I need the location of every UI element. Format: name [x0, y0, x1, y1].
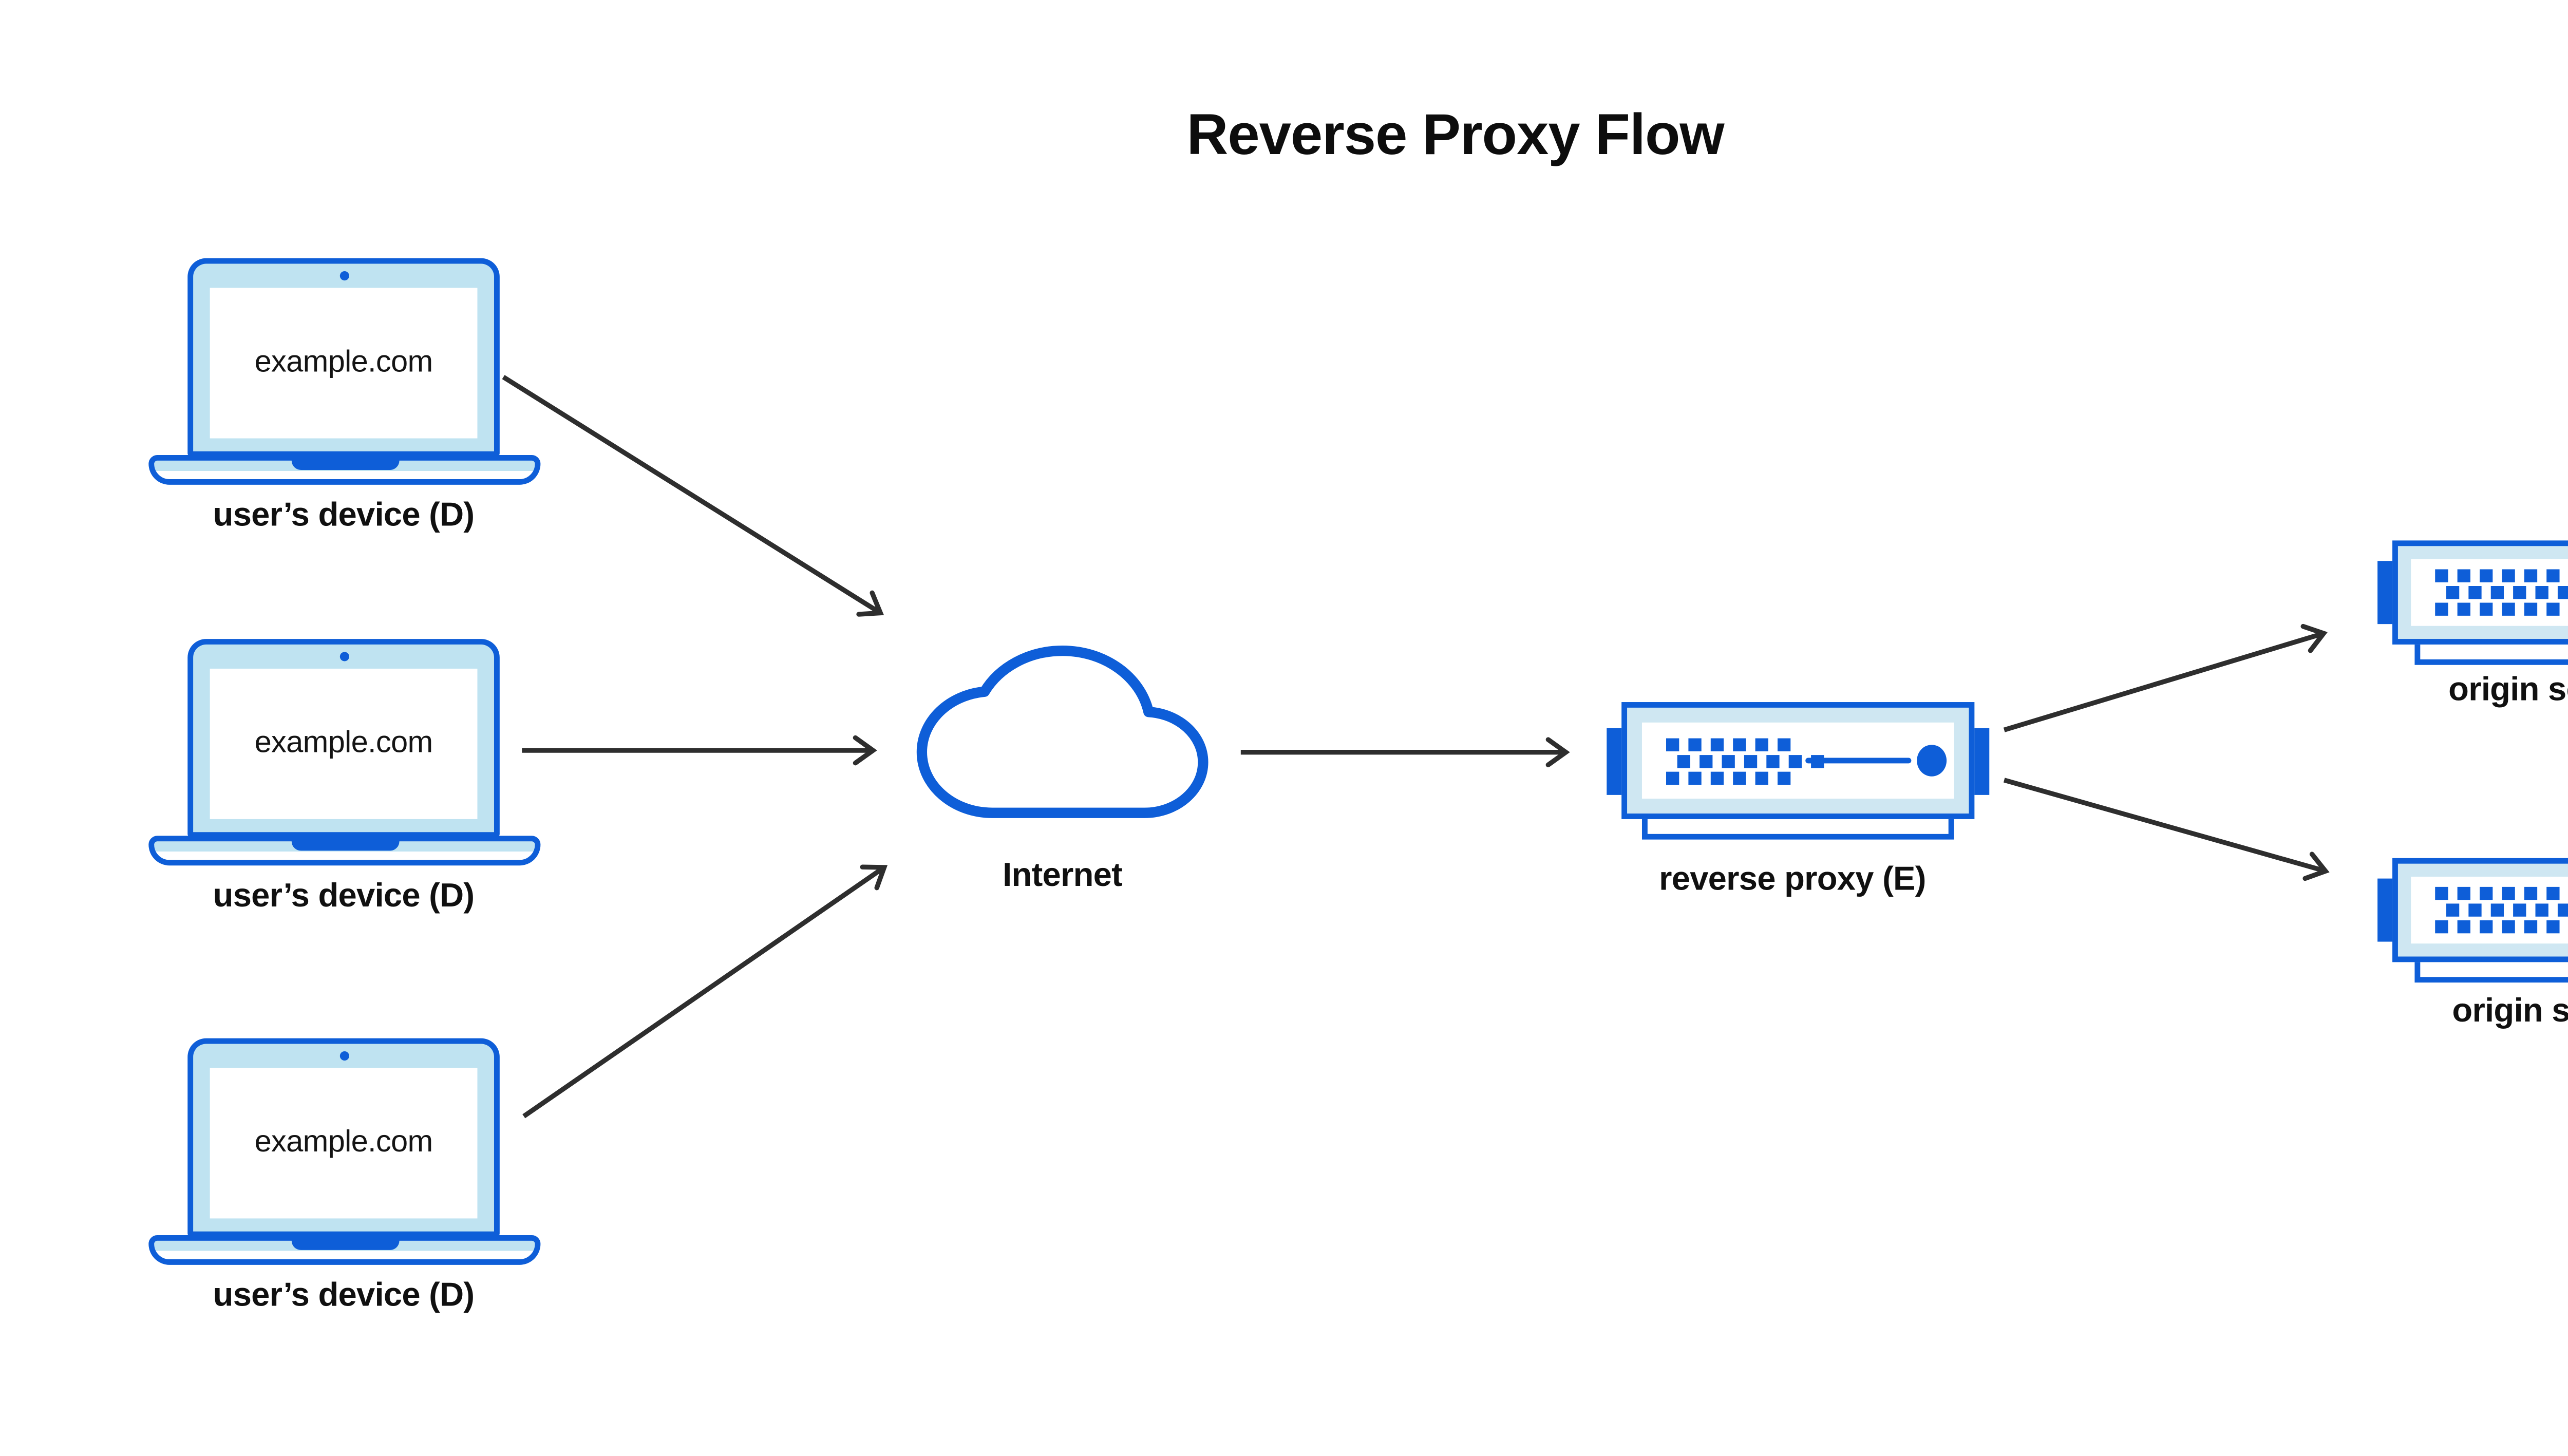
- laptop-icon: example.com user’s device (D): [148, 639, 541, 917]
- laptop-base: [148, 1235, 541, 1265]
- arrow-device1-to-internet: [502, 375, 884, 617]
- diagram-title: Reverse Proxy Flow: [1186, 102, 1724, 167]
- origin-server-label: origin server (F): [2452, 992, 2568, 1029]
- arrow-proxy-to-origin2: [2003, 778, 2330, 881]
- origin-server-label: origin server (F): [2448, 670, 2568, 708]
- server-vents-icon: [1666, 737, 1824, 784]
- camera-dot-icon: [339, 1051, 349, 1061]
- laptop-base: [148, 836, 541, 866]
- server-front-panel: [2392, 858, 2568, 962]
- laptop-base: [148, 455, 541, 485]
- server-front-panel: [2392, 540, 2568, 645]
- server-vents-icon: [2435, 569, 2568, 616]
- camera-dot-icon: [339, 271, 349, 281]
- laptop-icon: example.com user’s device (D): [148, 1038, 541, 1317]
- device-screen-text: example.com: [254, 726, 433, 760]
- arrow-proxy-to-origin1: [2003, 623, 2328, 732]
- laptop-screen-content: example.com: [210, 288, 478, 439]
- laptop-screen-content: example.com: [210, 1068, 478, 1219]
- device-screen-text: example.com: [254, 345, 433, 379]
- device-screen-text: example.com: [254, 1125, 433, 1159]
- internet-label: Internet: [1003, 856, 1123, 894]
- laptop-icon: example.com user’s device (D): [148, 258, 541, 537]
- laptop-screen: example.com: [187, 639, 500, 838]
- laptop-screen-content: example.com: [210, 668, 478, 819]
- server-vents-icon: [2435, 886, 2568, 934]
- server-led-icon: [1917, 745, 1947, 777]
- laptop-screen: example.com: [187, 1038, 500, 1237]
- laptop-base-notch: [290, 1239, 399, 1250]
- device-label: user’s device (D): [213, 496, 475, 533]
- server-icon: [1607, 702, 1990, 843]
- laptop-screen: example.com: [187, 258, 500, 457]
- server-faceplate: [2411, 876, 2568, 944]
- laptop-base-notch: [290, 459, 399, 470]
- server-faceplate: [2411, 559, 2568, 626]
- server-slot-icon: [1805, 757, 1912, 764]
- server-front-panel: [1621, 702, 1975, 819]
- server-icon: [2377, 540, 2568, 669]
- device-label: user’s device (D): [213, 1276, 475, 1313]
- reverse-proxy-label: reverse proxy (E): [1659, 860, 1926, 897]
- camera-dot-icon: [339, 652, 349, 661]
- server-faceplate: [1641, 722, 1954, 799]
- server-icon: [2377, 858, 2568, 987]
- cloud-icon: [910, 642, 1215, 821]
- laptop-base-notch: [290, 839, 399, 851]
- device-label: user’s device (D): [213, 876, 475, 914]
